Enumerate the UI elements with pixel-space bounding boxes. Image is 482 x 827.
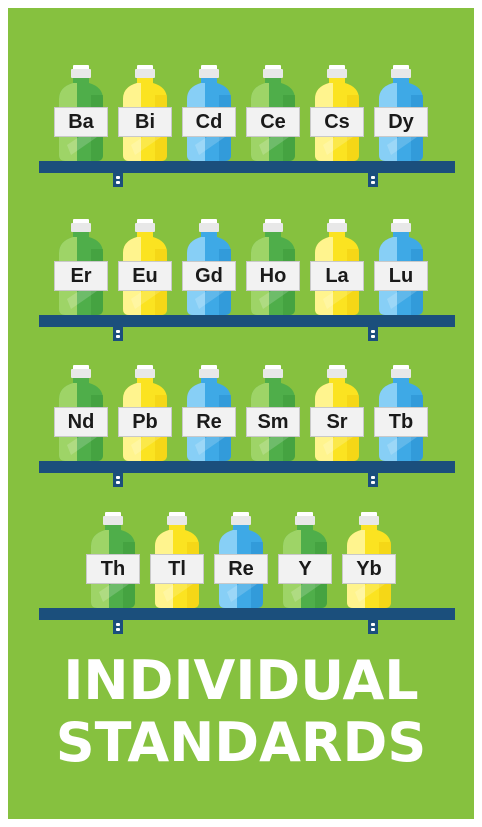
bottle-label: Tl [150,554,204,584]
bottle-ba: Ba [54,65,108,161]
shelf-bracket [368,327,378,341]
bottle-re: Re [182,365,236,461]
bottle-gd: Gd [182,219,236,315]
bottle-yb: Yb [342,512,396,608]
bottle-label: Dy [374,107,428,137]
bottle-label: Th [86,554,140,584]
bottle-label: Er [54,261,108,291]
bottle-label: Lu [374,261,428,291]
bottle-label: Ho [246,261,300,291]
bottle-label: Nd [54,407,108,437]
bottle-tl: Tl [150,512,204,608]
bottle-label: Sr [310,407,364,437]
bottle-th: Th [86,512,140,608]
bottle-label: Tb [374,407,428,437]
shelf-bracket [113,327,123,341]
bottle-label: Re [214,554,268,584]
page-title: INDIVIDUAL STANDARDS [8,650,474,774]
bottle-cd: Cd [182,65,236,161]
bottle-er: Er [54,219,108,315]
bottle-label: Yb [342,554,396,584]
bottle-pb: Pb [118,365,172,461]
shelf-bracket [113,620,123,634]
shelf-plank [39,161,455,173]
bottle-cs: Cs [310,65,364,161]
bottle-label: Cd [182,107,236,137]
bottle-eu: Eu [118,219,172,315]
shelf-plank [39,608,455,620]
shelf-plank [39,461,455,473]
bottle-y: Y [278,512,332,608]
bottle-bi: Bi [118,65,172,161]
title-line-2: STANDARDS [55,711,427,774]
bottle-label: Gd [182,261,236,291]
bottle-lu: Lu [374,219,428,315]
bottle-tb: Tb [374,365,428,461]
bottle-sm: Sm [246,365,300,461]
bottle-label: Eu [118,261,172,291]
bottle-la: La [310,219,364,315]
shelf-bracket [113,173,123,187]
shelf-bracket [368,620,378,634]
bottle-label: Sm [246,407,300,437]
bottle-sr: Sr [310,365,364,461]
shelf-bracket [113,473,123,487]
bottle-label: Re [182,407,236,437]
bottle-label: Cs [310,107,364,137]
bottle-label: Ce [246,107,300,137]
bottle-ho: Ho [246,219,300,315]
bottle-label: Y [278,554,332,584]
shelf-bracket [368,473,378,487]
bottle-nd: Nd [54,365,108,461]
bottle-label: Bi [118,107,172,137]
bottle-ce: Ce [246,65,300,161]
shelf-bracket [368,173,378,187]
bottle-re: Re [214,512,268,608]
bottle-dy: Dy [374,65,428,161]
bottle-label: Pb [118,407,172,437]
bottle-label: Ba [54,107,108,137]
bottle-label: La [310,261,364,291]
title-line-1: INDIVIDUAL [63,649,419,712]
shelf-plank [39,315,455,327]
